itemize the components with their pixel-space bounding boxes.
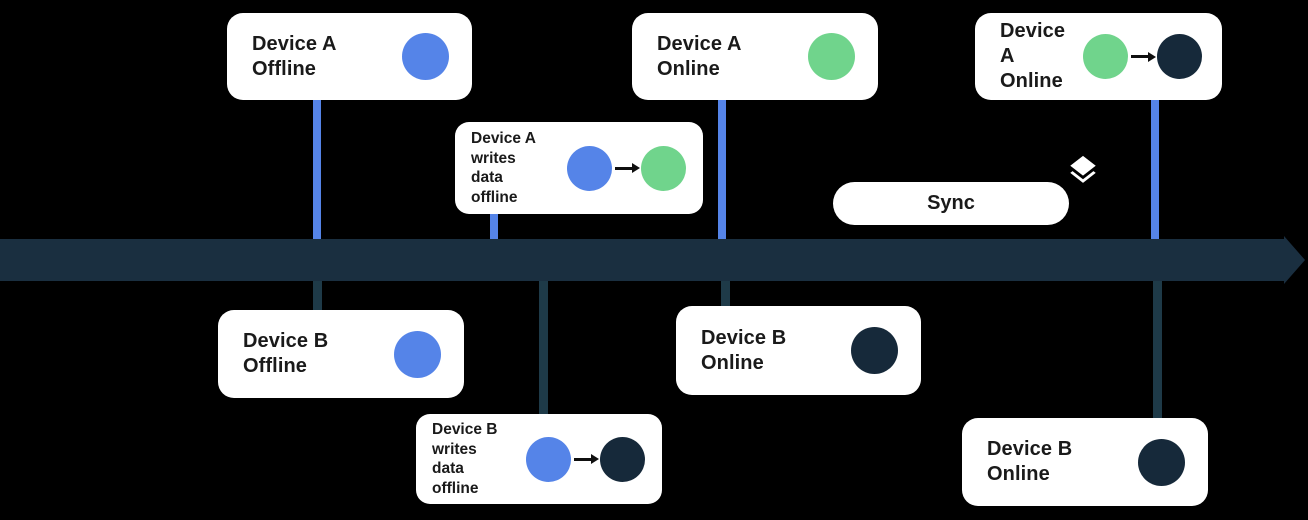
card-label-line: Online bbox=[657, 57, 720, 80]
card-label-line: Device A bbox=[252, 32, 337, 55]
card-label: Device A Online bbox=[1000, 19, 1083, 94]
card-label-line: Device A bbox=[657, 32, 742, 55]
connector-device-a-offline bbox=[313, 98, 321, 244]
status-dots bbox=[526, 436, 645, 482]
connector-device-b-online-2 bbox=[1153, 277, 1162, 422]
status-dots bbox=[851, 327, 898, 374]
online-status-dot bbox=[808, 33, 855, 80]
target-status-dot bbox=[1157, 34, 1202, 79]
sync-label-pill: Sync bbox=[833, 182, 1069, 225]
timeline-arrowhead-icon bbox=[1284, 236, 1305, 284]
status-dots bbox=[394, 330, 441, 378]
card-device-b-offline: Device B Offline bbox=[218, 310, 464, 398]
connector-device-b-writes bbox=[539, 277, 548, 418]
connector-device-a-writes bbox=[490, 212, 498, 244]
card-label-line: data bbox=[432, 460, 464, 477]
sync-label: Sync bbox=[927, 192, 975, 214]
card-label-line: Offline bbox=[243, 355, 308, 377]
transfer-arrow-icon bbox=[574, 454, 599, 464]
card-device-b-online-2: Device B Online bbox=[962, 418, 1208, 506]
card-label: Device B Offline bbox=[243, 329, 328, 379]
card-label-line: writes bbox=[432, 440, 477, 458]
card-label: Device A writes data offline bbox=[471, 129, 536, 207]
status-dots bbox=[567, 145, 686, 191]
target-status-dot bbox=[600, 436, 645, 482]
card-label-line: Device B bbox=[432, 421, 498, 438]
card-label-line: Online bbox=[987, 463, 1050, 485]
card-label-line: data bbox=[471, 169, 503, 186]
status-dots bbox=[1138, 438, 1185, 486]
card-label-line: Device B bbox=[701, 326, 787, 349]
card-device-a-writes-data-offline: Device A writes data offline bbox=[455, 122, 703, 214]
connector-device-b-online-1 bbox=[721, 277, 730, 310]
card-label: Device A Online bbox=[657, 32, 742, 82]
card-label: Device A Offline bbox=[252, 32, 337, 82]
source-status-dot bbox=[526, 436, 571, 482]
card-device-a-online-2: Device A Online bbox=[975, 13, 1222, 100]
card-label: Device B writes data offline bbox=[432, 420, 497, 498]
card-device-a-offline: Device A Offline bbox=[227, 13, 472, 100]
card-label-line: writes bbox=[471, 149, 516, 167]
card-label-line: Offline bbox=[252, 57, 317, 80]
transfer-arrow-icon bbox=[615, 163, 640, 173]
online-status-dot bbox=[1138, 438, 1185, 486]
card-label-line: offline bbox=[471, 188, 518, 206]
card-label-line: offline bbox=[432, 479, 479, 497]
transfer-arrow-icon bbox=[1131, 51, 1156, 62]
source-status-dot bbox=[567, 145, 612, 191]
timeline-bar bbox=[0, 239, 1284, 281]
connector-device-a-online-2 bbox=[1151, 98, 1159, 244]
card-label-line: Device A bbox=[471, 130, 536, 147]
online-status-dot bbox=[851, 327, 898, 374]
connector-device-a-online-1 bbox=[718, 98, 726, 244]
card-label-line: Device A bbox=[1000, 20, 1066, 67]
card-label-line: Device B bbox=[987, 438, 1073, 460]
offline-status-dot bbox=[394, 330, 441, 378]
status-dots bbox=[402, 33, 449, 80]
card-label: Device B Online bbox=[701, 326, 786, 376]
card-device-b-writes-data-offline: Device B writes data offline bbox=[416, 414, 662, 504]
card-device-b-online-1: Device B Online bbox=[676, 306, 921, 395]
status-dots bbox=[808, 33, 855, 80]
connector-device-b-offline bbox=[313, 277, 322, 314]
card-device-a-online-1: Device A Online bbox=[632, 13, 878, 100]
card-label-line: Online bbox=[1000, 70, 1063, 92]
card-label-line: Device B bbox=[243, 330, 329, 352]
source-status-dot bbox=[1083, 34, 1128, 79]
target-status-dot bbox=[641, 145, 686, 191]
card-label: Device B Online bbox=[987, 437, 1072, 487]
offline-status-dot bbox=[402, 33, 449, 80]
status-dots bbox=[1083, 34, 1202, 79]
card-label-line: Online bbox=[701, 351, 764, 374]
layers-icon bbox=[1070, 155, 1096, 183]
